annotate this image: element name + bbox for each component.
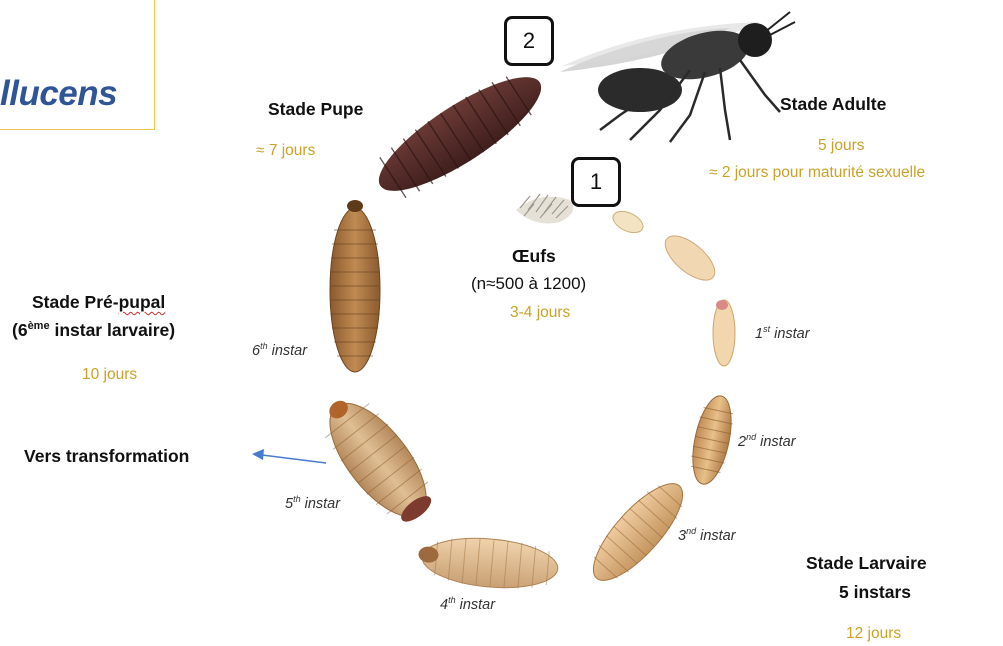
adult-stage-label: Stade Adulte bbox=[780, 94, 886, 115]
instar-label-4: 4th instar bbox=[440, 595, 495, 613]
pupa-duration: ≈ 7 jours bbox=[256, 142, 315, 160]
instar-3-sup: nd bbox=[686, 526, 696, 536]
instar-label-2: 2nd instar bbox=[738, 432, 796, 450]
prepupal-label-suffix: pupal bbox=[119, 292, 166, 312]
adult-duration: 5 jours bbox=[818, 137, 865, 155]
prepupal-label-prefix: Stade Pré- bbox=[32, 292, 119, 312]
instar-2-num: 2 bbox=[738, 434, 746, 450]
instar-2-word: instar bbox=[756, 434, 796, 450]
instar-6-sup: th bbox=[260, 341, 268, 351]
prepupal-label-line1: Stade Pré-pupal bbox=[32, 292, 165, 313]
instar-4-sup: th bbox=[448, 595, 456, 605]
pupa-image bbox=[365, 59, 555, 209]
sixth-instar-prepupa-image bbox=[330, 200, 380, 372]
marker-2-box: 2 bbox=[504, 16, 554, 66]
instar-label-3: 3nd instar bbox=[678, 526, 736, 544]
marker-1-box: 1 bbox=[571, 157, 621, 207]
instar-5-word: instar bbox=[301, 496, 341, 512]
larval-stage-label-line1: Stade Larvaire bbox=[806, 553, 927, 574]
pupa-stage-label: Stade Pupe bbox=[268, 99, 363, 120]
prepupal-instar-open: (6 bbox=[12, 320, 28, 340]
eggs-duration: 3-4 jours bbox=[510, 304, 570, 322]
adult-fly-image bbox=[560, 12, 795, 142]
prepupal-duration: 10 jours bbox=[82, 366, 137, 384]
instar-2-sup: nd bbox=[746, 432, 756, 442]
instar-3-num: 3 bbox=[678, 528, 686, 544]
larval-duration: 12 jours bbox=[846, 625, 901, 643]
prepupal-label-line2: (6ème instar larvaire) bbox=[12, 320, 175, 341]
prepupal-instar-rest: instar larvaire) bbox=[50, 320, 175, 340]
second-instar-larva-image bbox=[686, 392, 738, 487]
instar-4-word: instar bbox=[456, 597, 496, 613]
marker-1-label: 1 bbox=[590, 169, 602, 195]
larval-stage-label-line2: 5 instars bbox=[839, 582, 911, 603]
instar-6-word: instar bbox=[268, 343, 308, 359]
instar-6-num: 6 bbox=[252, 343, 260, 359]
instar-1-num: 1 bbox=[755, 326, 763, 342]
instar-1-word: instar bbox=[770, 326, 810, 342]
eggs-count: (n≈500 à 1200) bbox=[471, 274, 586, 294]
outflow-arrow bbox=[252, 449, 326, 463]
instar-5-sup: th bbox=[293, 494, 301, 504]
instar-5-num: 5 bbox=[285, 496, 293, 512]
instar-3-word: instar bbox=[696, 528, 736, 544]
adult-maturity-note: ≈ 2 jours pour maturité sexuelle bbox=[709, 164, 925, 182]
outflow-label: Vers transformation bbox=[24, 446, 189, 467]
first-instar-larva-image bbox=[658, 228, 735, 366]
prepupal-instar-sup: ème bbox=[28, 320, 50, 332]
instar-4-num: 4 bbox=[440, 597, 448, 613]
marker-2-label: 2 bbox=[523, 28, 535, 54]
fourth-instar-larva-image bbox=[416, 533, 560, 593]
eggs-label: Œufs bbox=[512, 246, 556, 267]
instar-label-1: 1st instar bbox=[755, 324, 810, 342]
instar-label-5: 5th instar bbox=[285, 494, 340, 512]
instar-label-6: 6th instar bbox=[252, 341, 307, 359]
